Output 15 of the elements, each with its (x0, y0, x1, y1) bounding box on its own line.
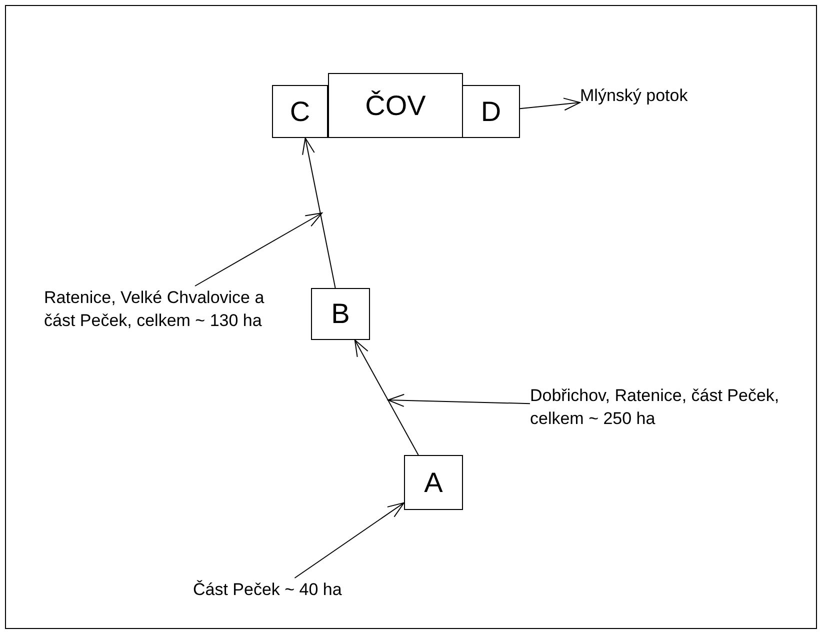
area-label: Ratenice, Velké Chvalovice a část Peček, celkem ~ 130 ha (44, 286, 266, 332)
arrow (388, 394, 530, 407)
node-box: B (311, 288, 370, 340)
treatment-plant-box: ČOV (328, 73, 463, 138)
arrow (354, 340, 419, 456)
area-label: Část Peček ~ 40 ha (193, 578, 363, 601)
node-box: A (404, 455, 463, 510)
arrow (302, 138, 336, 288)
arrow (194, 212, 322, 286)
arrow (520, 98, 580, 111)
area-label: Dobřichov, Ratenice, část Peček, celkem ~ 250 ha (530, 384, 795, 430)
node-box: D (462, 85, 520, 138)
stream-label: Mlýnský potok (580, 84, 720, 107)
arrow (294, 502, 404, 578)
node-box: C (272, 85, 328, 138)
